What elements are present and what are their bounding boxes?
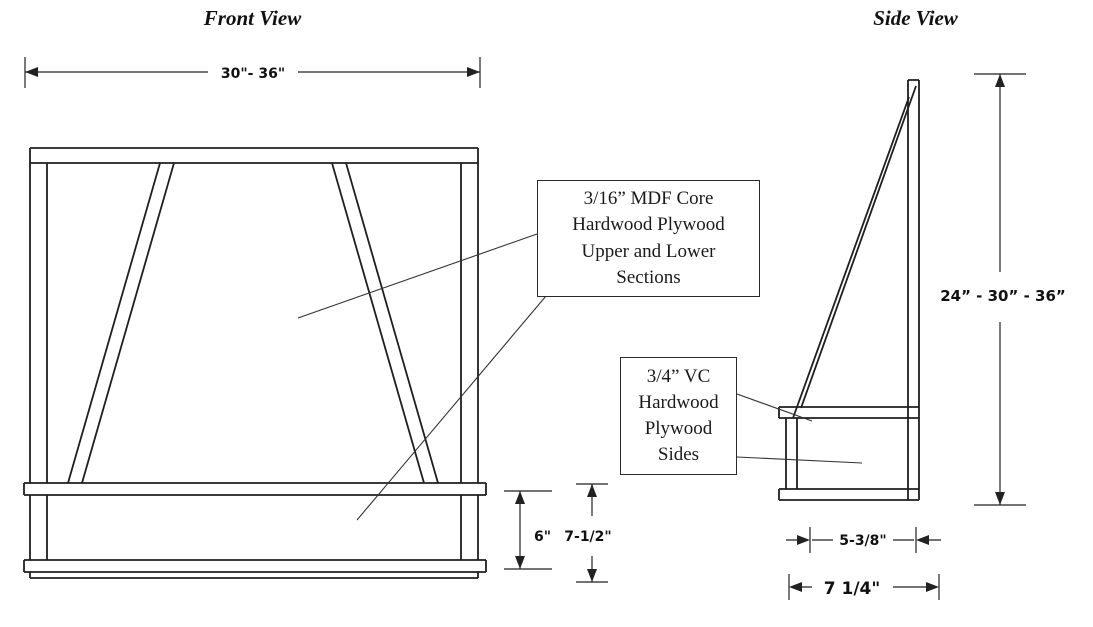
callout-vc-line-1: 3/4” VC [646,365,711,387]
callout-mdf-core: 3/16” MDF Core Hardwood Plywood Upper an… [537,180,760,297]
front-total-height-arrow-bottom [587,569,597,582]
front-inner-height-arrow-top [515,491,525,504]
leader-lines [297,233,863,521]
front-view-title: Front View [203,6,302,30]
leader-vc-bottom [736,456,863,464]
front-width-dimension [24,57,481,88]
side-total-depth-arrow-right [926,582,939,592]
front-total-height-dimension [576,483,608,583]
front-width-arrow-left [25,67,38,77]
callout-mdf-line-1: 3/16” MDF Core [583,188,714,210]
side-total-depth-dimension [788,574,940,600]
front-inner-height-label: 6" [534,529,551,545]
side-sloped-front [792,85,917,419]
side-back-panel [907,79,920,500]
front-inner-height-dimension [504,490,552,570]
side-top-depth-arrow-left [797,535,810,545]
callout-mdf-line-3: Upper and Lower [581,240,716,262]
side-height-dimension [974,73,1026,506]
side-top-depth-dimension [786,527,941,553]
leader-mdf-upper [297,233,538,319]
front-width-arrow-right [467,67,480,77]
front-width-label: 30"- 36" [221,66,285,82]
front-diagonal-braces [67,162,439,484]
side-top-depth-arrow-right [916,535,929,545]
callout-vc-line-4: Sides [657,444,700,466]
callout-mdf-line-2: Hardwood Plywood [572,214,725,236]
front-total-height-label: 7-1/2" [564,529,611,545]
front-view-drawing [23,147,487,579]
side-view-title: Side View [873,6,958,30]
side-total-depth-label: 7 1/4" [824,579,880,599]
front-width-dim-lines [24,57,481,88]
side-height-arrow-bottom [995,492,1005,505]
side-height-label: 24” - 30” - 36” [940,287,1066,305]
front-total-height-arrow-top [587,484,597,497]
callout-vc-sides: 3/4” VC Hardwood Plywood Sides [620,357,737,475]
side-height-arrow-top [995,74,1005,87]
side-view-drawing [778,79,920,501]
side-top-depth-label: 5-3/8" [839,533,886,549]
leader-mdf-lower [356,295,547,521]
side-total-depth-arrow-left [789,582,802,592]
callout-vc-line-2: Hardwood [638,391,719,413]
front-valance [23,482,487,579]
front-frame [29,147,479,483]
leader-vc-top [736,393,813,422]
side-bottom-box [778,406,919,501]
callout-vc-line-3: Plywood [644,418,713,439]
front-inner-height-arrow-bottom [515,556,525,569]
callout-mdf-line-4: Sections [616,266,681,288]
